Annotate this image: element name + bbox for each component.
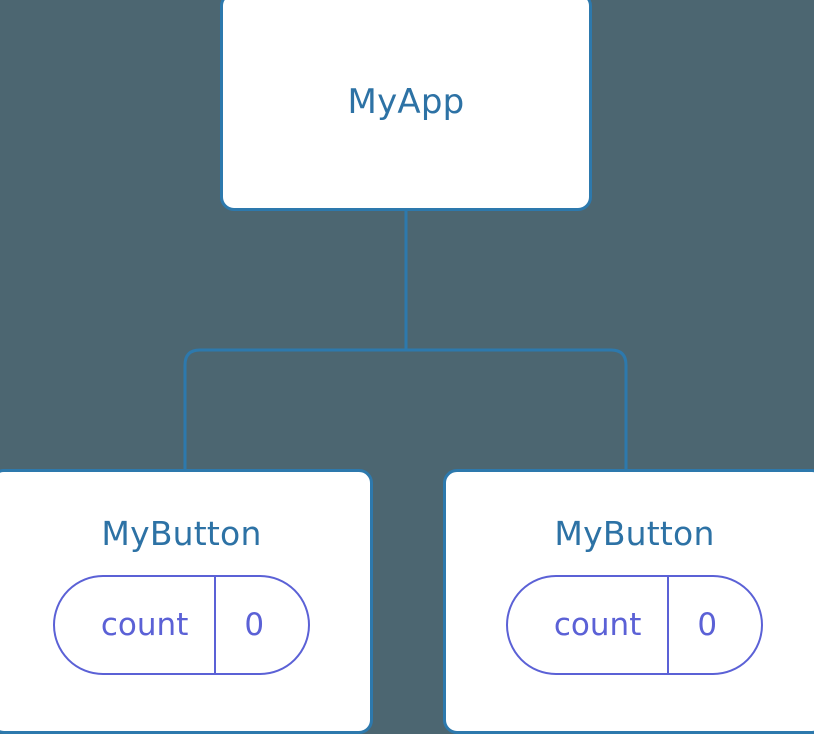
node-label-mybutton: MyButton — [554, 514, 715, 553]
connector-branch-left — [183, 348, 406, 471]
state-pill-key: count — [100, 606, 189, 643]
state-pill-divider — [667, 577, 670, 673]
node-label-mybutton: MyButton — [101, 514, 262, 553]
state-pill[interactable]: count 0 — [52, 575, 311, 675]
node-label-myapp: MyApp — [347, 81, 465, 122]
tree-node-root[interactable]: MyApp — [220, 0, 592, 211]
state-pill-key: count — [553, 606, 642, 643]
state-pill[interactable]: count 0 — [505, 575, 764, 675]
state-pill-divider — [214, 577, 217, 673]
tree-node-child-1[interactable]: MyButton count 0 — [0, 469, 373, 734]
connector-branch-right — [406, 348, 628, 471]
state-pill-value: 0 — [244, 606, 265, 643]
tree-node-child-2[interactable]: MyButton count 0 — [443, 469, 814, 734]
state-pill-value: 0 — [697, 606, 718, 643]
